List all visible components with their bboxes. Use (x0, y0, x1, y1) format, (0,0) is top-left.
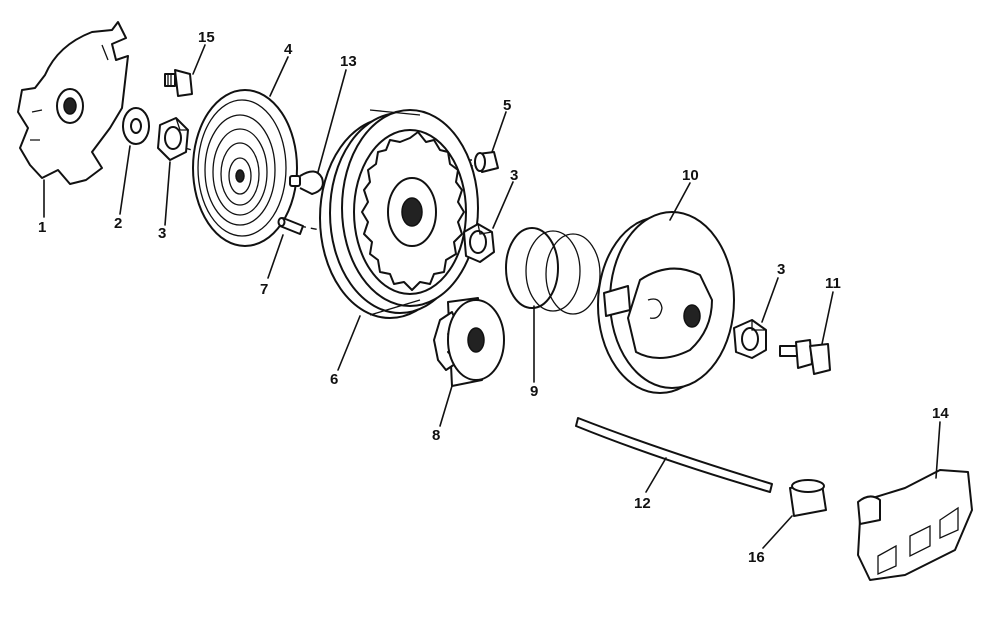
label-part-12: 12 (634, 495, 651, 512)
label-part-16: 16 (748, 549, 765, 566)
part-3-nut-middle (463, 223, 495, 263)
label-part-11: 11 (825, 275, 841, 292)
label-part-8: 8 (432, 427, 440, 444)
label-part-2: 2 (114, 215, 122, 232)
part-15-bolt (164, 69, 193, 97)
label-part-10: 10 (682, 167, 699, 184)
label-part-15: 15 (198, 29, 215, 46)
label-part-7: 7 (260, 281, 268, 298)
part-12-rope (575, 417, 773, 493)
label-part-4: 4 (284, 41, 293, 58)
label-part-1: 1 (38, 219, 46, 236)
label-part-9: 9 (530, 383, 538, 400)
label-part-6: 6 (330, 371, 338, 388)
label-part-14: 14 (932, 405, 949, 422)
label-part-5: 5 (503, 97, 511, 114)
part-5-bushing (474, 151, 499, 173)
part-11-shoulder-bolt (779, 339, 831, 375)
part-10-cam-plate (597, 211, 735, 394)
label-part-3-middle: 3 (510, 167, 518, 184)
part-8-small-gear (433, 297, 505, 387)
part-6-pulley-gear (319, 109, 479, 319)
part-14-handle (857, 469, 973, 581)
part-labels: 1 2 3 15 4 13 7 6 5 3 8 9 10 3 11 12 16 … (38, 29, 949, 566)
part-4-spring-housing (192, 89, 298, 247)
part-3-nut-right (733, 319, 767, 359)
part-3-nut-left (157, 117, 189, 161)
part-16-rope-insert (789, 479, 827, 517)
label-part-3-right: 3 (777, 261, 785, 278)
label-part-3-left: 3 (158, 225, 166, 242)
part-13-clip (289, 170, 324, 195)
part-9-springs (505, 227, 601, 315)
label-part-13: 13 (340, 53, 357, 70)
part-2-washer (122, 107, 150, 145)
leader-lines (43, 44, 941, 549)
part-7-pin (277, 217, 304, 235)
part-1-mounting-plate (17, 21, 129, 185)
